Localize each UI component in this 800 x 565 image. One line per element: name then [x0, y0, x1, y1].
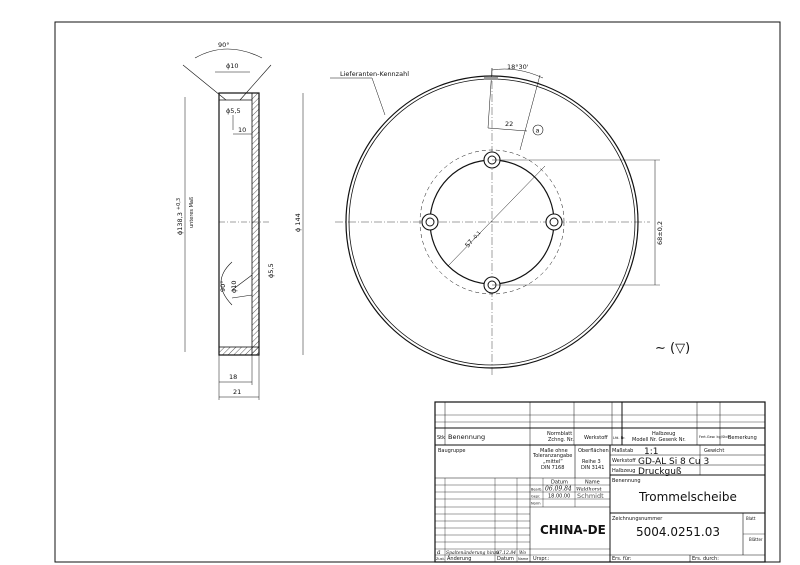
halbzeug-value: Druckguß — [638, 467, 682, 477]
massstab-value: 1:1 — [644, 447, 658, 457]
werkstoff-label: Werkstoff — [612, 458, 636, 464]
change-datum: 07.12.84 — [496, 550, 516, 556]
datum-label: Datum — [551, 480, 568, 486]
footer-ers-durch: Ers. durch: — [692, 556, 719, 562]
header-halbzeug: Halbzeug — [652, 431, 675, 437]
bearb-datum: 06.09.84 — [545, 486, 572, 493]
header-lfd-nr: Lfd. Nr. — [613, 436, 625, 440]
massstab-label: Maßstab — [612, 448, 633, 454]
footer-datum: Datum — [497, 556, 514, 562]
halbzeug-label: Halbzeug — [612, 468, 635, 474]
change-name: Wo — [519, 550, 526, 556]
zeichnungsnummer-label: Zeichnungsnummer — [612, 516, 663, 522]
bearb-name: Waldhorst — [576, 487, 603, 493]
angle-bottom-label: 90° — [219, 280, 227, 292]
norm-label: Norm — [531, 502, 541, 506]
benennung-label: Benennung — [612, 478, 641, 484]
width-21-label: 21 — [233, 388, 241, 396]
masse-ohne-line: „mittel“ — [543, 459, 563, 465]
baugruppe-label: Baugruppe — [438, 448, 466, 454]
header-bemerkung: Bemerkung — [728, 435, 757, 441]
header-stk: Stk — [437, 435, 445, 441]
header-benennung: Benennung — [448, 433, 485, 441]
dia-inner-note: unteres Maß — [189, 197, 195, 228]
header-normblatt: Normblatt — [547, 431, 572, 437]
dim-22-label: 22 — [505, 120, 513, 128]
footer-aenderung: Änderung — [447, 555, 471, 562]
change-aenderung: Spaltenänderung hinzu — [446, 550, 499, 556]
dim-68-label: 68±0,2 — [656, 221, 664, 245]
masse-ohne-label: Maße ohne — [540, 448, 568, 454]
marker-a: a — [536, 127, 540, 135]
masse-ohne-line: DIN 7168 — [541, 465, 564, 471]
front-view: 68±0,2 57-0,1 Lieferanten-Kennzahl 18°30… — [330, 63, 664, 375]
width-18-label: 18 — [229, 373, 237, 381]
header-werkstoff: Werkstoff — [584, 435, 608, 441]
dia-hole-top-label: ϕ5,5 — [226, 107, 241, 115]
dia-inner-label: ϕ138,3+0,3 — [176, 198, 184, 235]
dia-outer-label: ϕ 144 — [294, 213, 302, 232]
oberflaechen-line: Reihe 3 — [582, 459, 601, 465]
header-modell-nr: Modell Nr. Gesenk Nr. — [632, 437, 686, 443]
radius-57-label: 57-0,1 — [463, 229, 482, 249]
title-block: Stk Benennung Normblatt Zchng. Nr. Werks… — [434, 401, 766, 563]
masse-ohne-line: Toleranzangabe — [532, 453, 572, 459]
blatt-label: Blatt — [746, 516, 756, 521]
footer-urspr: Urspr.: — [533, 556, 550, 562]
werkstoff-value: GD-AL Si 8 Cu 3 — [638, 457, 709, 467]
footer-ers-fuer: Ers. für: — [612, 556, 632, 562]
gepr-datum: 18.00.00 — [548, 494, 570, 500]
gepr-name: Schmidt — [577, 492, 604, 500]
change-zustand: a — [437, 549, 441, 556]
oberflaechen-label: Oberflächen — [578, 448, 609, 454]
supplier-label: Lieferanten-Kennzahl — [340, 70, 409, 78]
dia-countersink-bottom-label: ϕ10 — [230, 280, 238, 293]
dia-hole-bottom-label: ϕ5,5 — [267, 263, 275, 278]
footer-zust: Zust. — [436, 557, 445, 561]
footer-name: Name — [518, 557, 528, 561]
header-fert-gew: Fert.Gew. kg/Stck — [699, 435, 730, 439]
zeichnungsnummer-value: 5004.0251.03 — [636, 525, 720, 539]
dim-10-label: 10 — [238, 126, 246, 134]
gepr-label: Gepr. — [531, 495, 540, 499]
header-zchng-nr: Zchng. Nr. — [548, 437, 574, 443]
company-name: CHINA-DE — [540, 523, 606, 537]
dia-countersink-top-label: ϕ10 — [226, 62, 239, 70]
side-view: 90° ϕ10 ϕ5,5 10 ϕ138,3+0,3 unteres Maß ϕ… — [176, 41, 304, 400]
drawing-title: Trommelscheibe — [638, 490, 737, 504]
angle-label: 18°30' — [507, 63, 529, 71]
drawing-frame — [54, 21, 781, 563]
angle-top-label: 90° — [218, 41, 230, 49]
blaetter-label: Blätter — [749, 537, 763, 542]
bearb-label: Bearb. — [531, 488, 542, 492]
name-label: Name — [585, 480, 600, 486]
gewicht-label: Gewicht — [704, 448, 724, 454]
oberflaechen-line: DIN 3141 — [581, 465, 604, 471]
surface-finish-symbol: ∼ (▽) — [655, 341, 690, 356]
